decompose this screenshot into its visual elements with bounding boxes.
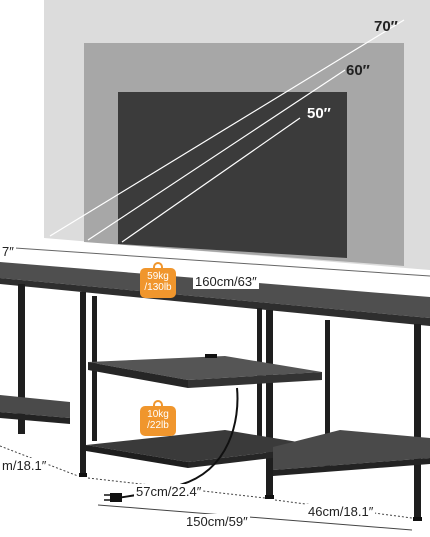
overall-width-line [0,246,430,277]
leg-right-front [414,324,421,518]
lower-width-label: 150cm/59″ [184,514,250,529]
top-load-lb: /130lb [144,282,172,293]
shelf-load-lb: /22lb [147,420,169,431]
middle-bottom-shelf [86,430,322,462]
badge-hook-icon [153,262,163,270]
middle-shelf-edge [88,362,188,388]
tv-50-silhouette [118,92,347,258]
tv-50-diagonal [121,117,301,243]
leg-mid-left-front [80,292,86,474]
middle-bottom-shelf-edge [86,445,188,468]
left-bottom-shelf-edge [0,412,70,424]
tv-70-diagonal [49,19,405,237]
leg-right-back [325,320,330,470]
middle-section-width-label: 57cm/22.4″ [134,484,204,499]
overall-width-label: 160cm/63″ [193,274,259,289]
leg-left-front [18,284,25,434]
leg-mid-right-front [266,310,273,496]
foot-right [413,517,422,521]
middle-shelf-side [188,372,322,388]
left-depth-partial-label: 7″ [0,244,16,259]
tv-size-50-label: 50″ [307,105,331,122]
lower-width-dim-line [97,504,413,531]
power-plug [110,493,122,502]
foot-mid-left [79,473,87,477]
badge-hook-icon [153,400,163,408]
power-outlet [205,354,217,358]
right-section-width-label: 46cm/18.1″ [306,504,376,519]
right-bottom-shelf-edge [273,458,430,476]
tv-size-70-label: 70″ [374,18,398,35]
middle-shelf [88,356,322,380]
left-bottom-shelf [0,395,70,418]
foot-mid-right [265,495,274,499]
top-load-badge: 59kg /130lb [140,262,176,298]
right-bottom-shelf [273,430,430,470]
tabletop [0,262,430,318]
shelf-load-badge: 10kg /22lb [140,400,176,436]
shelf-load-kg: 10kg [147,409,169,420]
left-section-width-label: m/18.1″ [0,458,49,473]
tabletop-edge [0,278,430,326]
top-load-kg: 59kg [147,271,169,282]
tv-60-diagonal [87,69,346,241]
tv-size-60-label: 60″ [346,62,370,79]
